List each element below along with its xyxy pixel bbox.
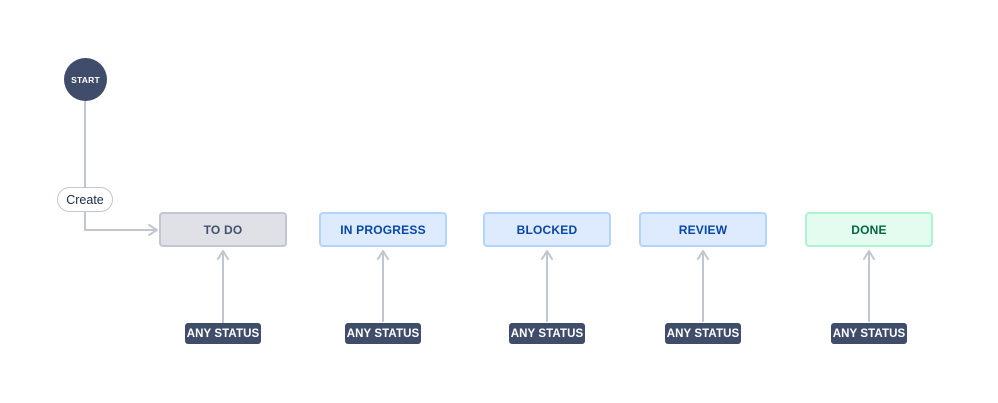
- any-status-badge-todo[interactable]: ANY STATUS: [185, 323, 261, 344]
- status-todo[interactable]: TO DO: [159, 212, 287, 247]
- status-done-label: DONE: [851, 222, 887, 237]
- any-status-badge-done[interactable]: ANY STATUS: [831, 323, 907, 344]
- status-blocked[interactable]: BLOCKED: [483, 212, 611, 247]
- any-status-badge-review[interactable]: ANY STATUS: [665, 323, 741, 344]
- any-status-label: ANY STATUS: [666, 327, 740, 340]
- any-status-badge-blocked[interactable]: ANY STATUS: [509, 323, 585, 344]
- any-status-label: ANY STATUS: [346, 327, 420, 340]
- status-done[interactable]: DONE: [805, 212, 933, 247]
- status-in-progress[interactable]: IN PROGRESS: [319, 212, 447, 247]
- status-in-progress-label: IN PROGRESS: [340, 222, 426, 237]
- any-status-badge-in-progress[interactable]: ANY STATUS: [345, 323, 421, 344]
- status-review[interactable]: REVIEW: [639, 212, 767, 247]
- create-transition[interactable]: Create: [57, 187, 113, 212]
- any-status-label: ANY STATUS: [186, 327, 260, 340]
- status-todo-label: TO DO: [203, 222, 243, 237]
- any-status-label: ANY STATUS: [832, 327, 906, 340]
- status-blocked-label: BLOCKED: [516, 222, 578, 237]
- create-transition-label: Create: [66, 192, 104, 207]
- create-to-todo-connector: [84, 212, 158, 236]
- status-review-label: REVIEW: [678, 222, 728, 237]
- start-node-label: START: [71, 74, 100, 85]
- start-node[interactable]: START: [64, 58, 107, 101]
- any-status-label: ANY STATUS: [510, 327, 584, 340]
